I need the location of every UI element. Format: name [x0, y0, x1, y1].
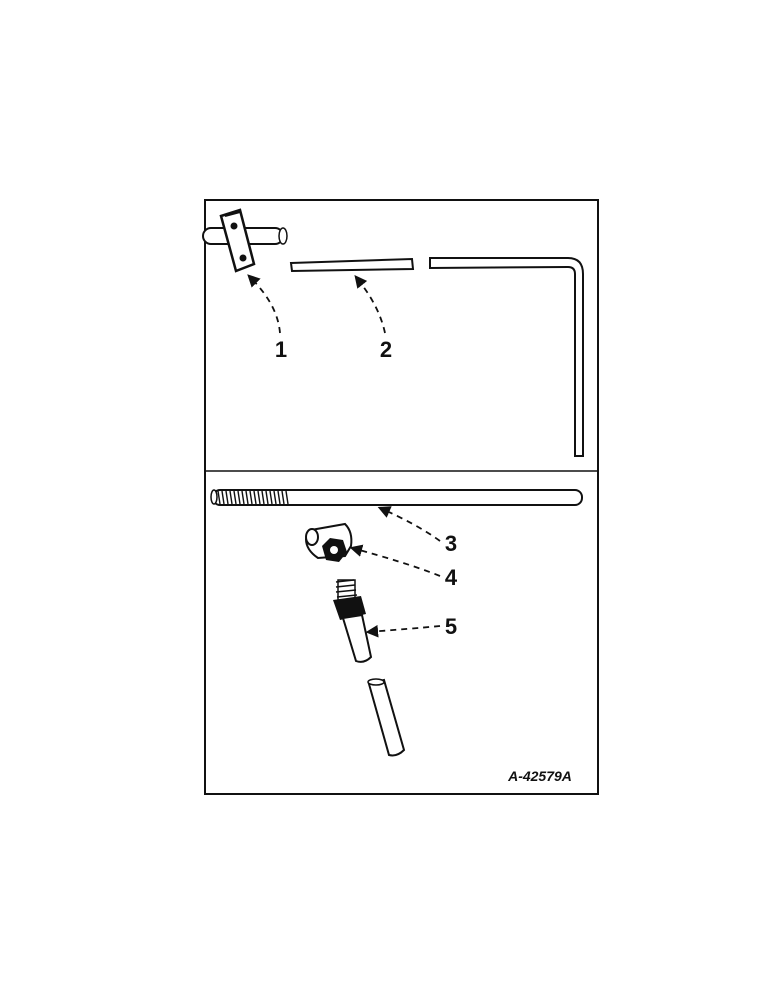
reference-code: A-42579A — [507, 768, 572, 784]
leader-line-3 — [377, 506, 441, 542]
callout-4: 4 — [445, 565, 458, 590]
callout-5: 5 — [445, 614, 457, 639]
leader-line-1 — [247, 274, 281, 334]
part-4-tee-fitting — [304, 522, 353, 562]
callout-1: 1 — [275, 337, 287, 362]
diagram-frame — [204, 199, 599, 795]
leader-line-5 — [365, 624, 441, 638]
part-5-fitting — [333, 579, 373, 663]
callout-3: 3 — [445, 531, 457, 556]
leader-line-4 — [349, 544, 441, 577]
part-3-threaded-rod — [210, 489, 583, 506]
part-5-tube — [367, 678, 406, 757]
callout-2: 2 — [380, 337, 392, 362]
part-1-bracket — [202, 208, 288, 273]
part-2-rod — [289, 257, 584, 457]
leader-line-2 — [354, 275, 386, 334]
